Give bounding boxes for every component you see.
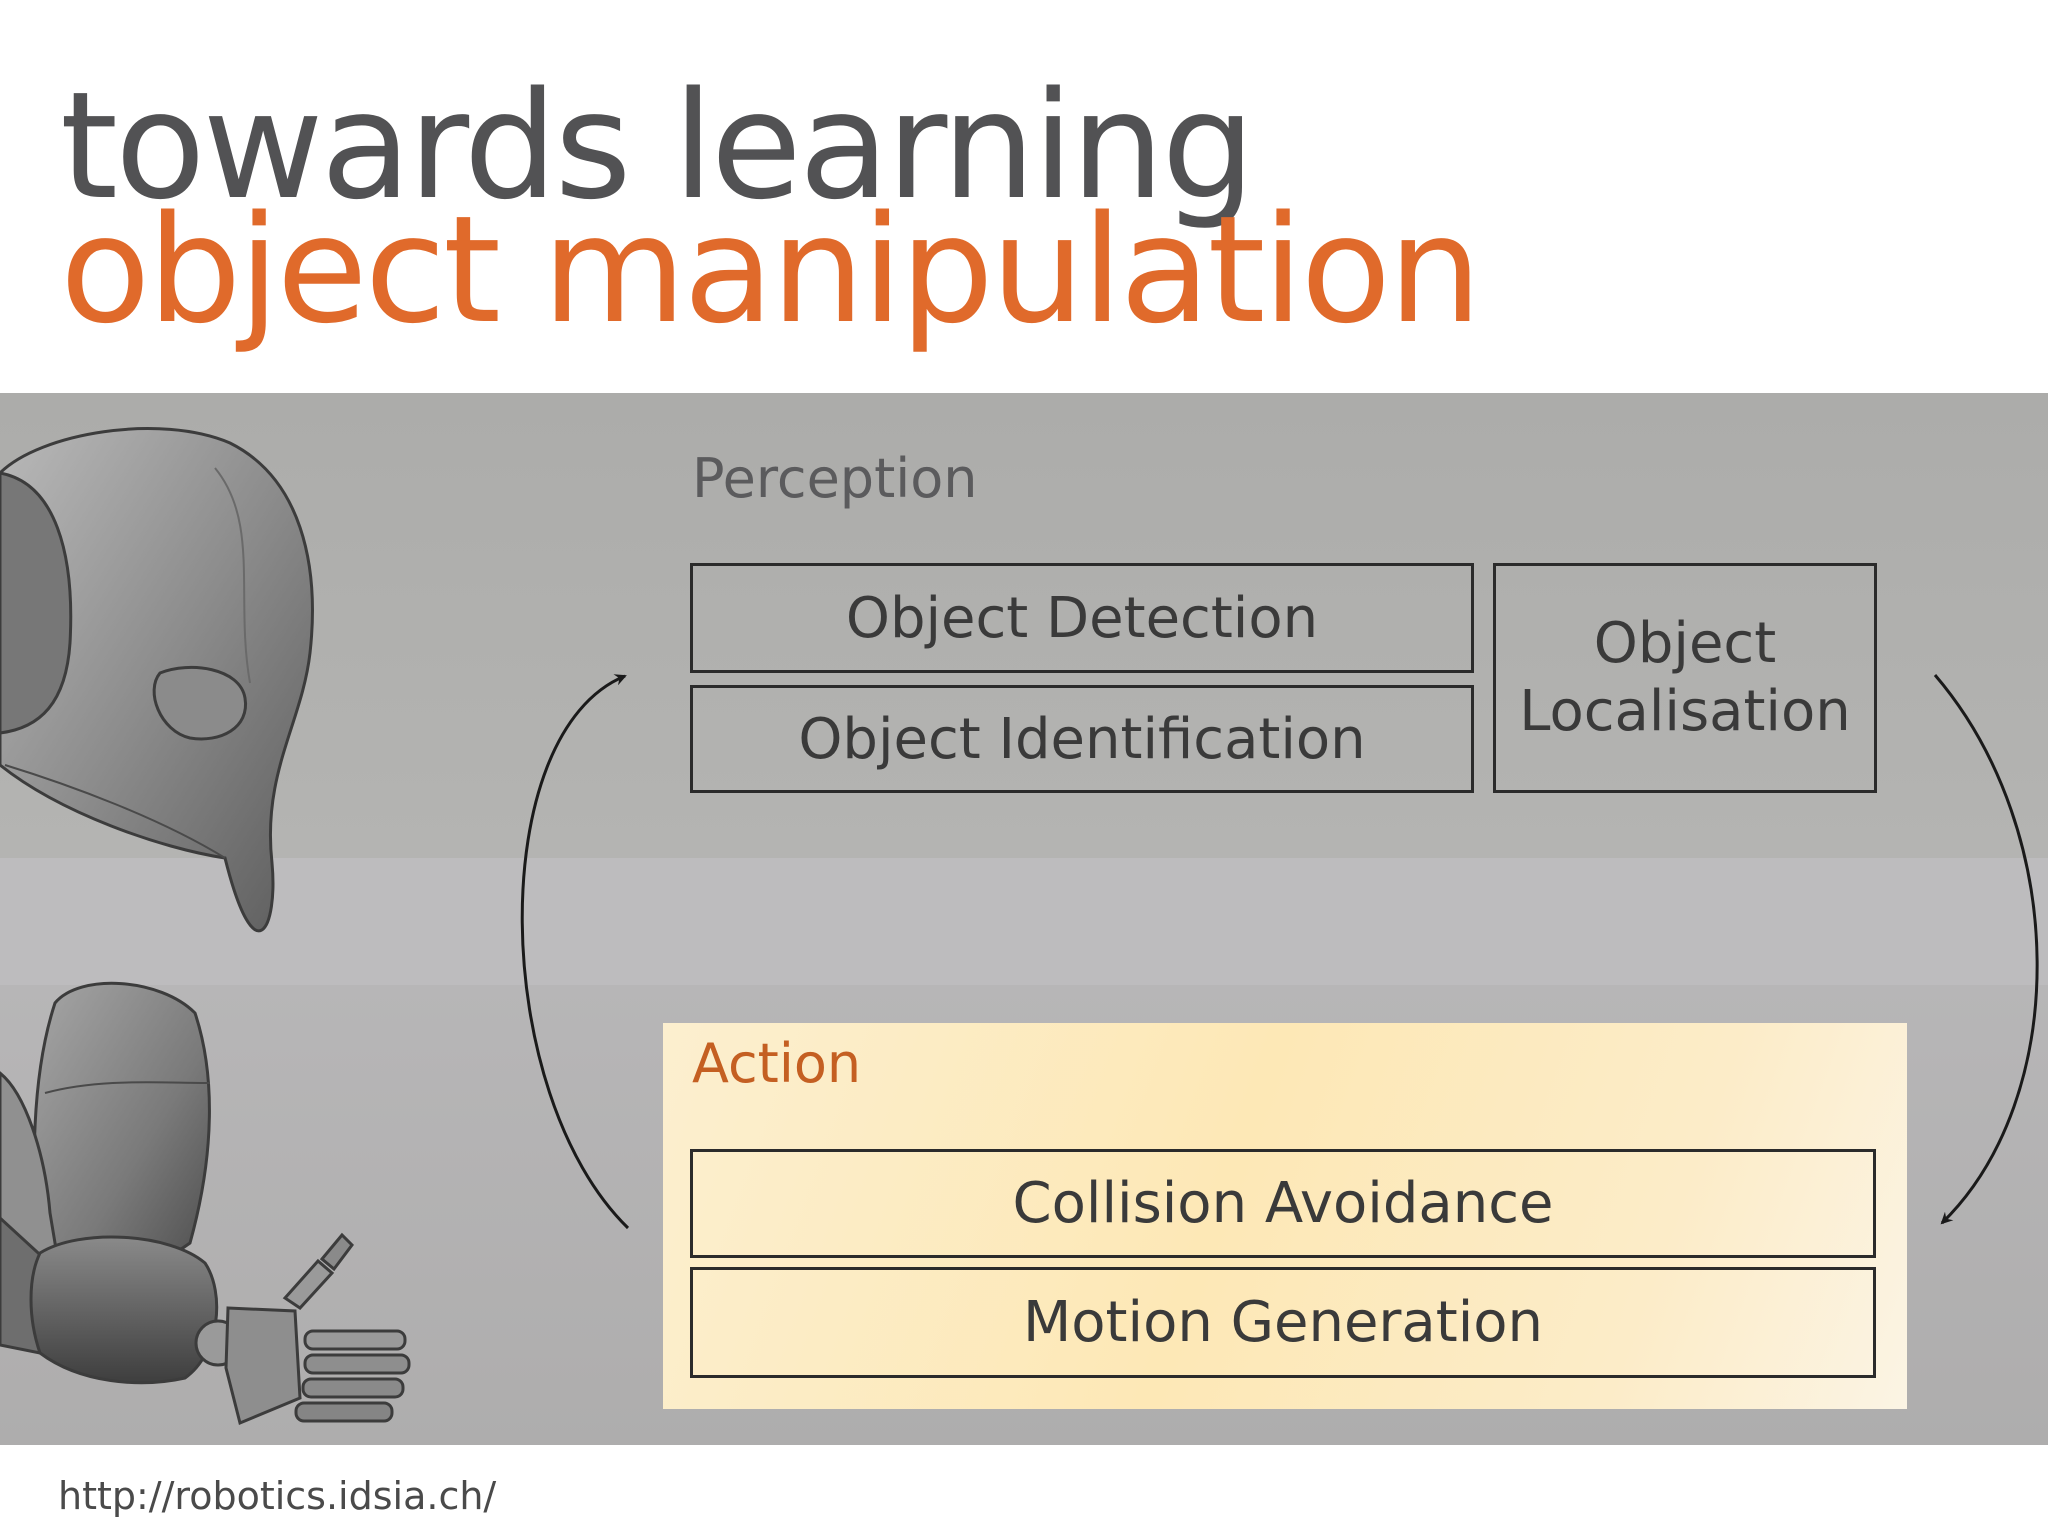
- arrow-action-to-perception: [520, 674, 630, 1230]
- perception-label: Perception: [692, 447, 978, 510]
- robot-head-icon: [0, 427, 314, 933]
- action-panel: [663, 1023, 1907, 1409]
- object-localisation-box: Object Localisation: [1493, 563, 1877, 793]
- slide-title-line2: object manipulation: [60, 184, 1482, 356]
- object-identification-box: Object Identification: [690, 685, 1474, 793]
- object-detection-box: Object Detection: [690, 563, 1474, 673]
- perception-action-diagram: Perception Object Detection Object Ident…: [0, 393, 2048, 1445]
- collision-avoidance-box: Collision Avoidance: [690, 1149, 1876, 1258]
- object-identification-label: Object Identification: [798, 706, 1366, 772]
- source-url: http://robotics.idsia.ch/: [58, 1474, 497, 1518]
- motion-generation-label: Motion Generation: [1022, 1290, 1544, 1355]
- slide-title-line1: towards learning: [60, 60, 1255, 232]
- robot-illustration: [0, 427, 411, 1426]
- object-localisation-label: Object Localisation: [1519, 610, 1850, 747]
- action-label: Action: [692, 1032, 862, 1095]
- collision-avoidance-label: Collision Avoidance: [1012, 1171, 1554, 1236]
- robot-arm-icon: [0, 981, 411, 1426]
- motion-generation-box: Motion Generation: [690, 1267, 1876, 1378]
- cycle-arrows: [520, 674, 2039, 1230]
- perception-band: [0, 393, 2048, 858]
- object-detection-label: Object Detection: [845, 585, 1319, 651]
- arrow-perception-to-action: [1933, 674, 2039, 1225]
- middle-band: [0, 858, 2048, 985]
- object-localisation-line1: Object: [1593, 610, 1777, 676]
- object-localisation-line2: Localisation: [1519, 679, 1851, 744]
